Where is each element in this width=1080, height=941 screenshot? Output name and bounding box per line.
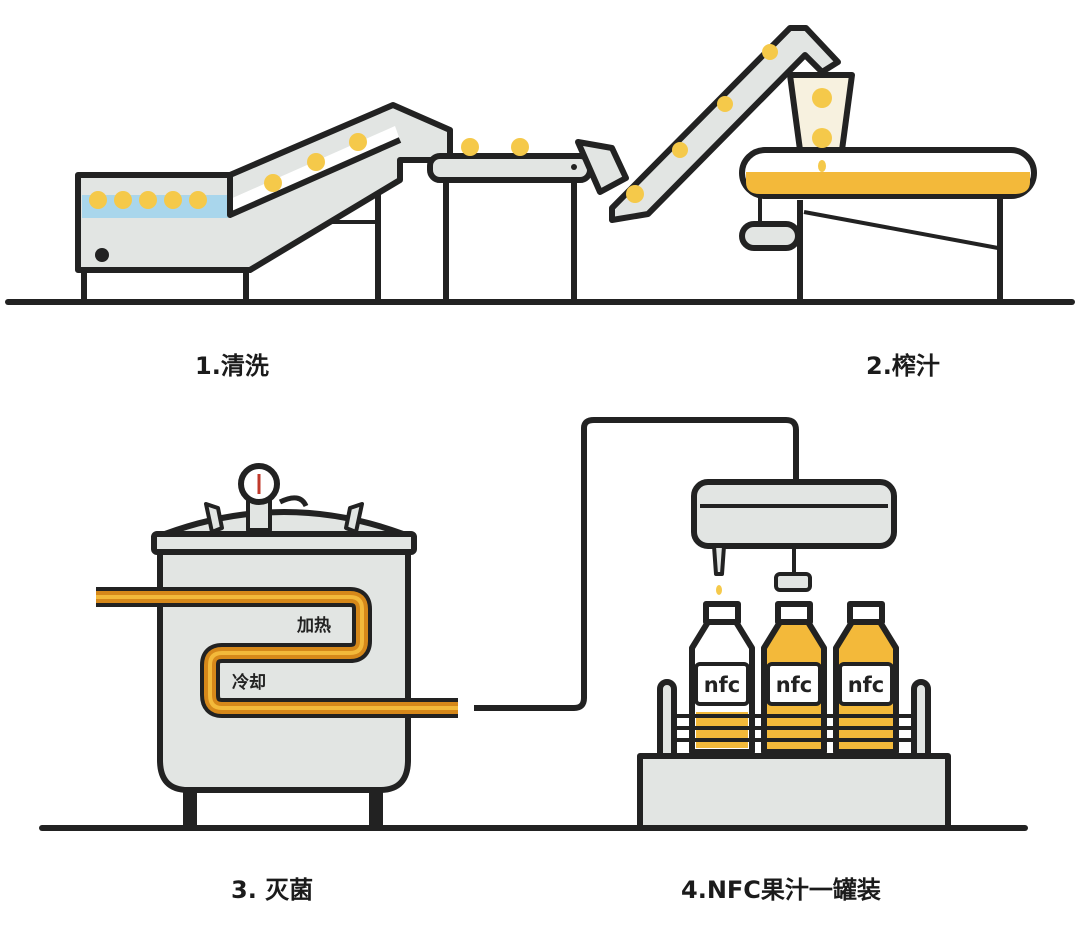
bottle-2-label: nfc <box>776 673 813 697</box>
conveyor-fruits <box>461 138 529 156</box>
juicer-fruits <box>812 88 832 172</box>
filling-head <box>691 479 897 592</box>
step-label-juice: 2.榨汁 <box>866 352 940 380</box>
bottle-3 <box>833 601 899 755</box>
step-label-wash: 1.清洗 <box>195 352 269 380</box>
middle-conveyor <box>427 139 629 302</box>
step-label-filling: 4.NFC果汁一罐装 <box>681 876 881 904</box>
washing-fruits <box>89 133 367 209</box>
elevator-fruits <box>626 44 778 203</box>
bottle-3-label: nfc <box>848 673 885 697</box>
cool-label: 冷却 <box>232 672 266 693</box>
step-label-sterilize: 3. 灭菌 <box>231 876 314 904</box>
sterilization-tank <box>151 463 417 828</box>
heat-label: 加热 <box>296 615 331 636</box>
washing-machine <box>75 102 453 302</box>
bottle-2 <box>761 601 827 755</box>
transfer-pipe <box>474 417 799 711</box>
heating-cooling-pipe <box>96 587 458 718</box>
filling-machine-base <box>637 679 951 831</box>
juicer-machine <box>739 72 1037 302</box>
bottle-1-label: nfc <box>704 673 741 697</box>
bottle-rails <box>674 714 914 742</box>
nfc-bottles: nfc nfc nfc <box>689 601 899 755</box>
